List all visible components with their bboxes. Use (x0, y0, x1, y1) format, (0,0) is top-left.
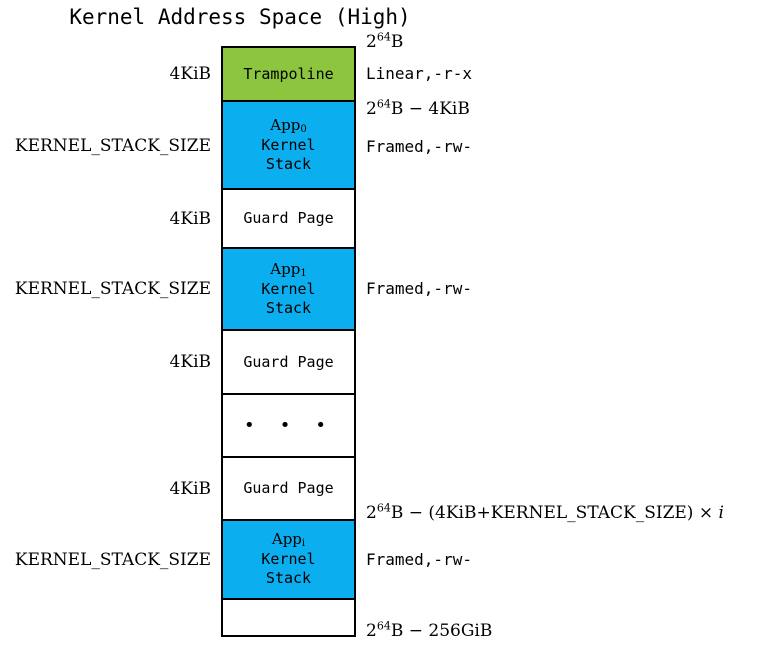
memory-segment-guard-page-0: Guard Page (221, 190, 356, 249)
memory-segment-ellipsis: • • • (221, 395, 356, 458)
address-annotation-column: 264B Linear,-r-x 264B − 4KiB Framed,-rw- Fra… (366, 0, 771, 650)
segment-label: Stack (265, 298, 312, 317)
size-label-4: 4KiB (169, 352, 211, 372)
annotation-attr-app0-stack: Framed,-rw- (366, 137, 472, 156)
segment-label: Kernel (261, 279, 316, 298)
segment-label: Guard Page (243, 209, 334, 227)
memory-segment-bottom-empty (221, 600, 356, 637)
size-label-1: KERNEL_STACK_SIZE (14, 136, 211, 156)
segment-owner-label: App0 (270, 115, 307, 135)
segment-owner-label: App1 (270, 259, 307, 279)
segment-label: Guard Page (243, 479, 334, 497)
annotation-addr-appi: 264B − (4KiB+KERNEL_STACK_SIZE) × i (366, 501, 724, 523)
annotation-addr-minus-4kib: 264B − 4KiB (366, 97, 470, 119)
segment-label: Guard Page (243, 352, 334, 371)
annotation-addr-top: 264B (366, 30, 404, 52)
annotation-attr-appi-stack: Framed,-rw- (366, 550, 472, 569)
size-label-0: 4KiB (169, 64, 211, 84)
segment-owner-label: Appi (271, 530, 306, 550)
size-label-6: KERNEL_STACK_SIZE (14, 550, 211, 570)
memory-segment-guard-page-1: Guard Page (221, 331, 356, 395)
memory-segment-trampoline: Trampoline (221, 46, 356, 102)
segment-label: Stack (265, 569, 312, 587)
segment-label: Trampoline (243, 64, 334, 83)
page-title: Kernel Address Space (High) (69, 5, 411, 29)
annotation-attr-app1-stack: Framed,-rw- (366, 279, 472, 298)
segment-label: Kernel (261, 550, 316, 568)
size-label-column: 4KiB KERNEL_STACK_SIZE 4KiB KERNEL_STACK_SI… (0, 0, 221, 650)
ellipsis-marker: • • • (243, 415, 334, 436)
annotation-attr-trampoline: Linear,-r-x (366, 64, 472, 83)
segment-label: Kernel (261, 135, 316, 154)
memory-segment-guard-page-i: Guard Page (221, 458, 356, 521)
annotation-addr-bottom: 264B − 256GiB (366, 619, 493, 641)
size-label-5: 4KiB (169, 479, 211, 499)
segment-label: Stack (265, 154, 312, 173)
size-label-3: KERNEL_STACK_SIZE (14, 279, 211, 299)
size-label-2: 4KiB (169, 209, 211, 229)
